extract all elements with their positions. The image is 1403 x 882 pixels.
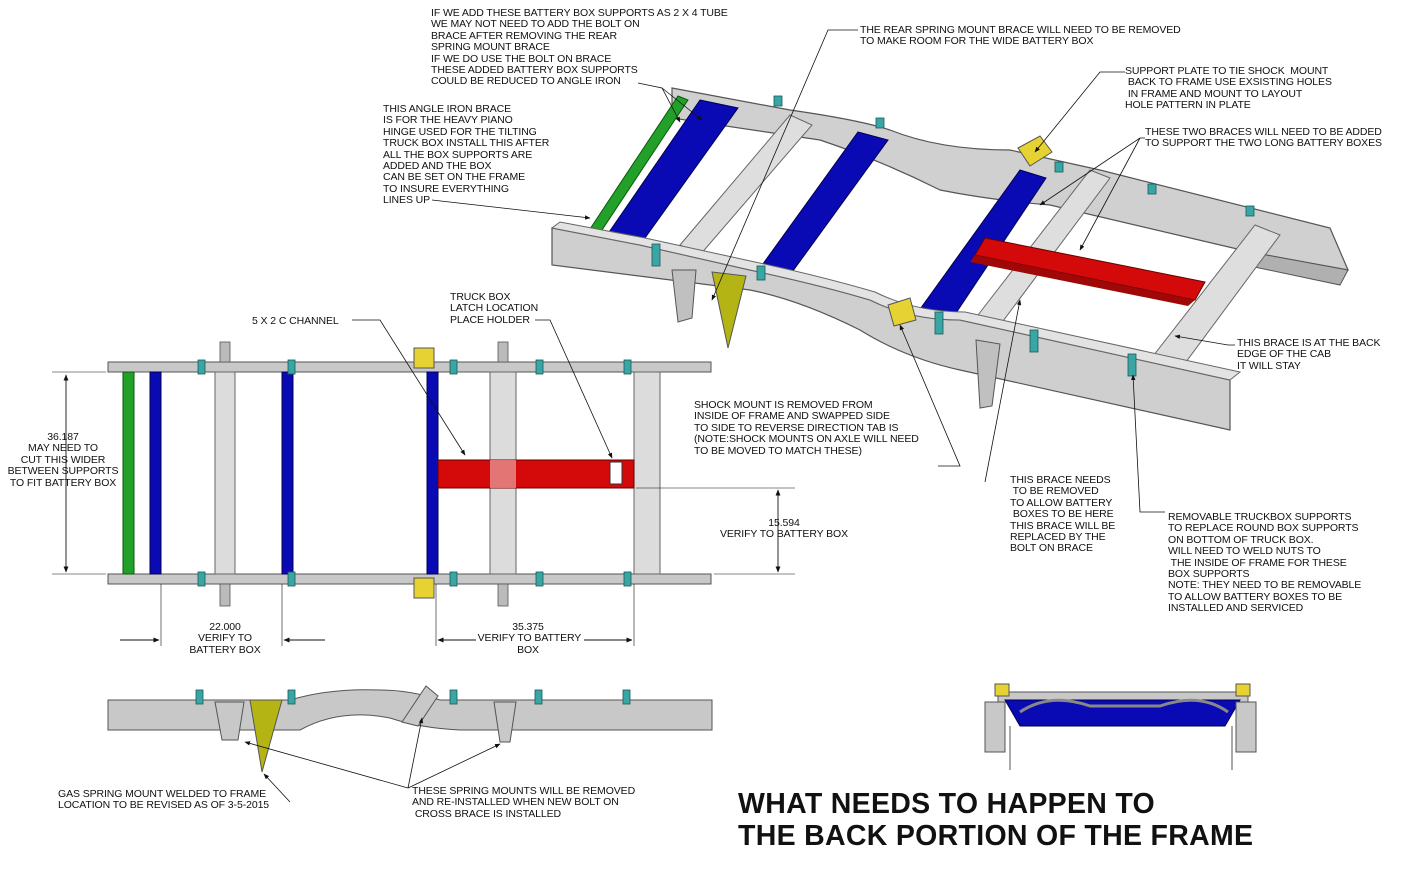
note-two-braces: THESE TWO BRACES WILL NEED TO BE ADDED T…: [1145, 126, 1382, 150]
shock-plate: [413, 347, 435, 369]
crossmember: [214, 371, 236, 575]
note-gas-spring: GAS SPRING MOUNT WELDED TO FRAME LOCATIO…: [58, 788, 270, 812]
side-view: [107, 685, 713, 773]
bolt-on-brace: [437, 459, 635, 489]
crossmember: [633, 371, 661, 575]
note-battery-box-supports: IF WE ADD THESE BATTERY BOX SUPPORTS AS …: [431, 7, 728, 88]
bottom-rail: [107, 573, 712, 585]
spring-hanger: [975, 339, 1001, 409]
title-line-1: WHAT NEEDS TO HAPPEN TO: [738, 788, 1156, 820]
spring-hanger: [493, 701, 517, 743]
note-rear-spring-mount: THE REAR SPRING MOUNT BRACE WILL NEED TO…: [860, 24, 1181, 48]
shock-plate: [887, 297, 917, 327]
title-line-2: THE BACK PORTION OF THE FRAME: [738, 820, 1254, 852]
dimension-width: 36.187 MAY NEED TO CUT THIS WIDER BETWEE…: [7, 431, 119, 489]
top-view: [52, 341, 795, 646]
battery-box-support: [149, 371, 162, 575]
latch-placeholder: [609, 461, 623, 485]
leader-lines: [244, 29, 1235, 803]
note-shock-mount: SHOCK MOUNT IS REMOVED FROM INSIDE OF FR…: [694, 399, 919, 457]
shock-plate: [413, 577, 435, 599]
note-angle-iron-brace: THIS ANGLE IRON BRACE IS FOR THE HEAVY P…: [383, 103, 550, 207]
note-support-plate: SUPPORT PLATE TO TIE SHOCK MOUNT BACK TO…: [1125, 65, 1332, 112]
gas-spring-mount: [249, 699, 283, 773]
battery-box-support: [281, 371, 294, 575]
dimension-spacing-b: 35.375 VERIFY TO BATTERY BOX: [477, 621, 582, 656]
note-cab-brace: THIS BRACE IS AT THE BACK EDGE OF THE CA…: [1237, 337, 1381, 372]
end-view: [984, 683, 1257, 770]
dimension-spacing-a: 22.000 VERIFY TO BATTERY BOX: [189, 621, 261, 656]
spring-hanger: [214, 701, 245, 741]
note-brace-removed: THIS BRACE NEEDS TO BE REMOVED TO ALLOW …: [1010, 474, 1116, 555]
box-support-tabs: [651, 95, 1255, 377]
page-title: WHAT NEEDS TO HAPPEN TO THE BACK PORTION…: [738, 788, 1253, 852]
dimension-offset: 15.594 VERIFY TO BATTERY BOX: [719, 517, 849, 541]
gas-spring-mount: [711, 271, 747, 349]
note-channel: 5 X 2 C CHANNEL: [252, 315, 339, 327]
angle-iron-brace: [122, 371, 135, 575]
note-removable-supports: REMOVABLE TRUCKBOX SUPPORTS TO REPLACE R…: [1168, 511, 1362, 615]
note-latch: TRUCK BOX LATCH LOCATION PLACE HOLDER: [450, 291, 539, 326]
note-spring-mounts: THESE SPRING MOUNTS WILL BE REMOVED AND …: [412, 785, 636, 820]
battery-box-support: [426, 371, 439, 575]
spring-hanger: [671, 269, 697, 323]
spring-hanger: [401, 685, 439, 727]
